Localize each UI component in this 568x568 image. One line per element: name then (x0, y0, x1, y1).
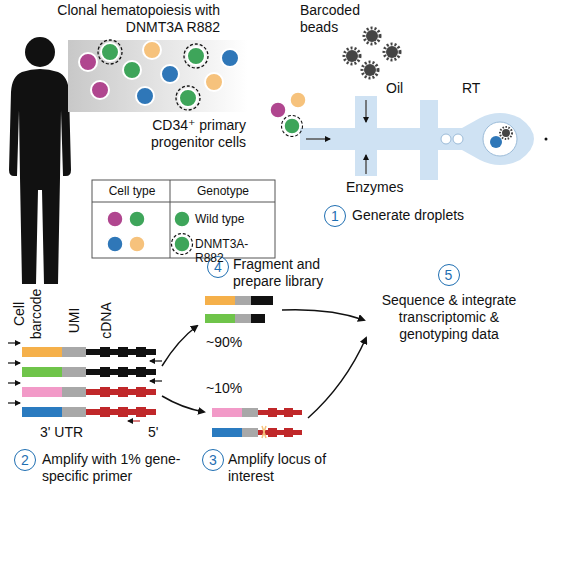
person-silhouette (9, 37, 71, 284)
flow-arrows (306, 100, 366, 174)
step-node: 4Fragment and prepare library (205, 254, 365, 294)
step-number: 2 (14, 449, 36, 471)
step-text: Fragment and prepare library (233, 256, 358, 290)
table-header: Cell type (94, 184, 170, 198)
step-node: 3Amplify locus of interest (200, 447, 350, 487)
step-number: 1 (324, 205, 346, 227)
step-text: Amplify with 1% gene-specific primer (42, 451, 187, 485)
molecule-end-label: 3' UTR (40, 424, 100, 441)
chip-label: RT (462, 80, 492, 97)
title-text: Clonal hematopoiesis with DNMT3A R882 (4, 2, 220, 36)
chip-label: Oil (386, 80, 416, 97)
cells (79, 41, 239, 107)
library-fragments (205, 296, 302, 438)
table-header: Genotype (172, 184, 274, 198)
molecule-part-label: cDNA (98, 298, 115, 343)
chip-label: Enzymes (346, 179, 416, 196)
step-number: 5 (438, 264, 460, 286)
table-cell: DNMT3A-R882 (195, 237, 275, 265)
table-cell: Wild type (195, 212, 273, 226)
percent-label: ~90% (206, 334, 256, 351)
input-cells (270, 92, 306, 134)
table-cells (107, 211, 190, 252)
molecule-end-label: 5' (148, 424, 172, 441)
step-text: Sequence & integrate transcriptomic & ge… (370, 292, 528, 343)
bead-label: Barcoded beads (300, 2, 362, 36)
step-node: 2 Amplify with 1% gene-specific primer (12, 447, 192, 487)
microfluidic-chip (300, 96, 534, 180)
molecule-part-label: UMI (66, 300, 83, 340)
step-node: 5Sequence & integrate transcriptomic & g… (370, 262, 528, 352)
percent-label: ~10% (206, 380, 256, 397)
step-text: Amplify locus of interest (228, 451, 346, 485)
step-node: 1 Generate droplets (322, 203, 512, 229)
barcoded-beads (344, 28, 400, 78)
cell-cloud (68, 40, 248, 112)
step-number: 3 (202, 449, 224, 471)
mutant-ring (172, 234, 193, 255)
mutant-ring (282, 116, 303, 137)
cdna-molecules (22, 347, 156, 417)
droplets (441, 122, 548, 156)
molecule-part-label: Cell barcode (11, 285, 45, 343)
primers (8, 343, 162, 421)
step-text: Generate droplets (352, 207, 507, 224)
mutant-rings (98, 40, 208, 110)
process-arrows (162, 310, 366, 418)
cell-label: CD34⁺ primary progenitor cells (108, 117, 246, 151)
